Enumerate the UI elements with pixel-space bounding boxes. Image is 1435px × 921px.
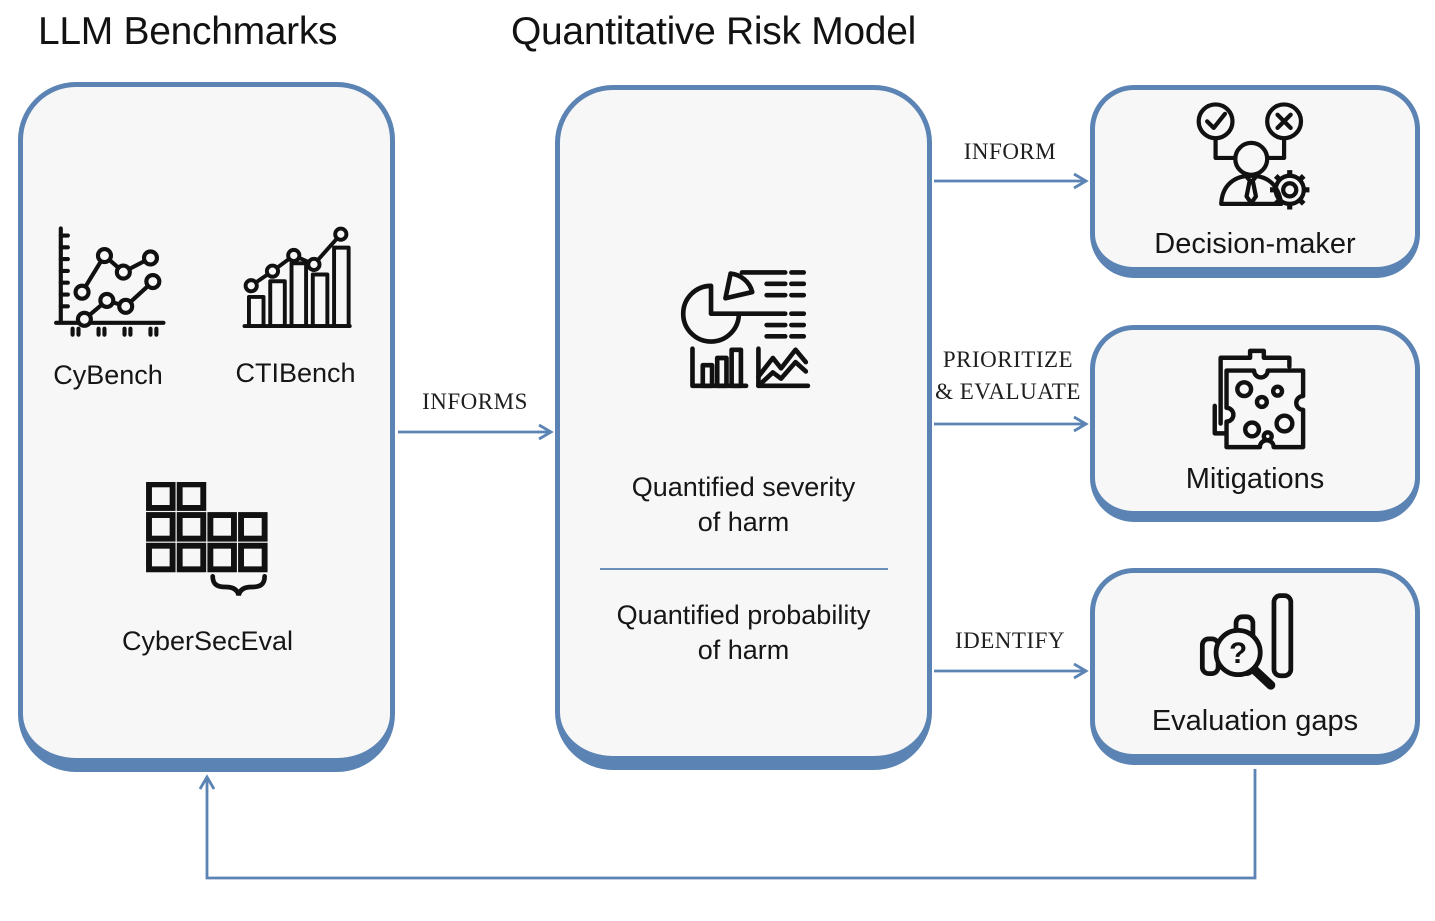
identify-edge-label: IDENTIFY <box>954 628 1066 653</box>
ctibench-label: CTIBench <box>235 358 356 388</box>
mitigations-box: Mitigations <box>1090 325 1420 522</box>
benchmarks-panel <box>18 82 395 772</box>
evaluation-gaps-label: Evaluation gaps <box>1151 705 1359 737</box>
decision-maker-box: Decision-maker <box>1090 85 1420 278</box>
inform-edge-label: INFORM <box>963 139 1057 164</box>
prioritize-evaluate-edge-label: PRIORITIZE & EVALUATE <box>928 344 1088 408</box>
informs-arrow <box>398 423 554 441</box>
cyberseceval-label: CyberSecEval <box>121 626 294 656</box>
mitigations-label: Mitigations <box>1185 463 1325 495</box>
grid-squares-icon <box>145 482 270 600</box>
magnifier-bars-icon: ? <box>1196 589 1314 695</box>
decision-maker-icon <box>1181 96 1329 218</box>
probability-line1: Quantified probability <box>616 600 871 630</box>
prioritize-evaluate-arrow <box>934 415 1089 433</box>
risk-model-panel <box>555 85 932 770</box>
severity-probability-divider <box>600 568 888 570</box>
benchmarks-title: LLM Benchmarks <box>38 10 338 53</box>
benchmark-cyberseceval: CyberSecEval <box>100 482 315 657</box>
decision-maker-label: Decision-maker <box>1154 228 1356 260</box>
quantified-probability-text: Quantified probability of harm <box>555 598 932 668</box>
cybench-label: CyBench <box>53 360 163 390</box>
risk-model-title: Quantitative Risk Model <box>511 10 916 53</box>
identify-arrow <box>934 662 1089 680</box>
quantified-severity-text: Quantified severity of harm <box>555 470 932 540</box>
analytics-report-icon <box>676 256 812 392</box>
severity-line2: of harm <box>697 507 790 537</box>
informs-edge-label: INFORMS <box>422 389 528 414</box>
swiss-cheese-icon <box>1201 345 1309 453</box>
feedback-arrow <box>198 769 1257 880</box>
benchmark-cybench: CyBench <box>28 218 188 391</box>
prioritize-line2: & EVALUATE <box>935 379 1081 404</box>
severity-line1: Quantified severity <box>631 472 856 502</box>
line-chart-icon <box>49 218 167 338</box>
inform-arrow <box>934 172 1089 190</box>
prioritize-line1: PRIORITIZE <box>942 347 1074 372</box>
benchmark-ctibench: CTIBench <box>218 222 373 389</box>
probability-line2: of harm <box>697 635 790 665</box>
bar-trend-chart-icon <box>240 222 352 336</box>
evaluation-gaps-box: ? Evaluation gaps <box>1090 568 1420 765</box>
question-mark-glyph: ? <box>1229 637 1247 670</box>
